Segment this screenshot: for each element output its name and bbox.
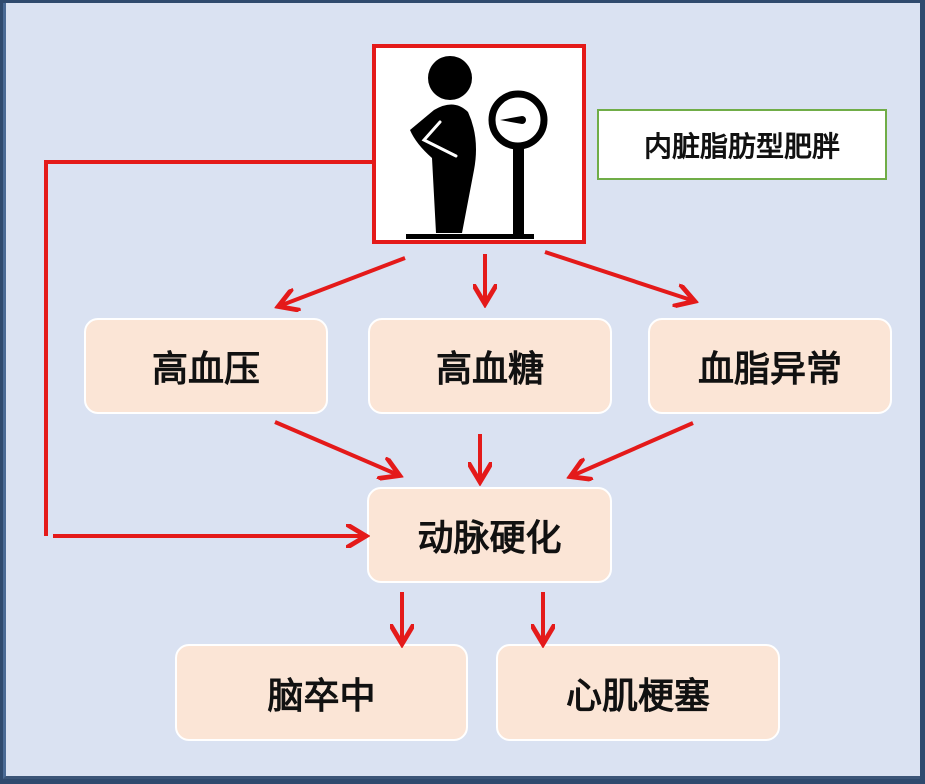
visceral-obesity-label: 内脏脂肪型肥胖 [597, 109, 887, 180]
arrow-obesity-hypertension [282, 256, 406, 305]
arrow-hypertension-arteriosclerosis [274, 420, 396, 474]
myocardial-infarction-box: 心肌梗塞 [496, 644, 780, 741]
arrow-dyslipidemia-arteriosclerosis [574, 421, 694, 475]
arrow-obesity-dyslipidemia [544, 250, 691, 300]
arrow-obesity-arteriosclerosis-direct [44, 160, 372, 536]
hyperglycemia-box: 高血糖 [368, 318, 612, 414]
dyslipidemia-box: 血脂异常 [648, 318, 892, 414]
obesity-image-box [372, 44, 586, 244]
arteriosclerosis-box: 动脉硬化 [367, 487, 612, 583]
stroke-box: 脑卒中 [175, 644, 468, 741]
person-weighing-scale-icon [406, 56, 548, 239]
hypertension-box: 高血压 [84, 318, 328, 414]
